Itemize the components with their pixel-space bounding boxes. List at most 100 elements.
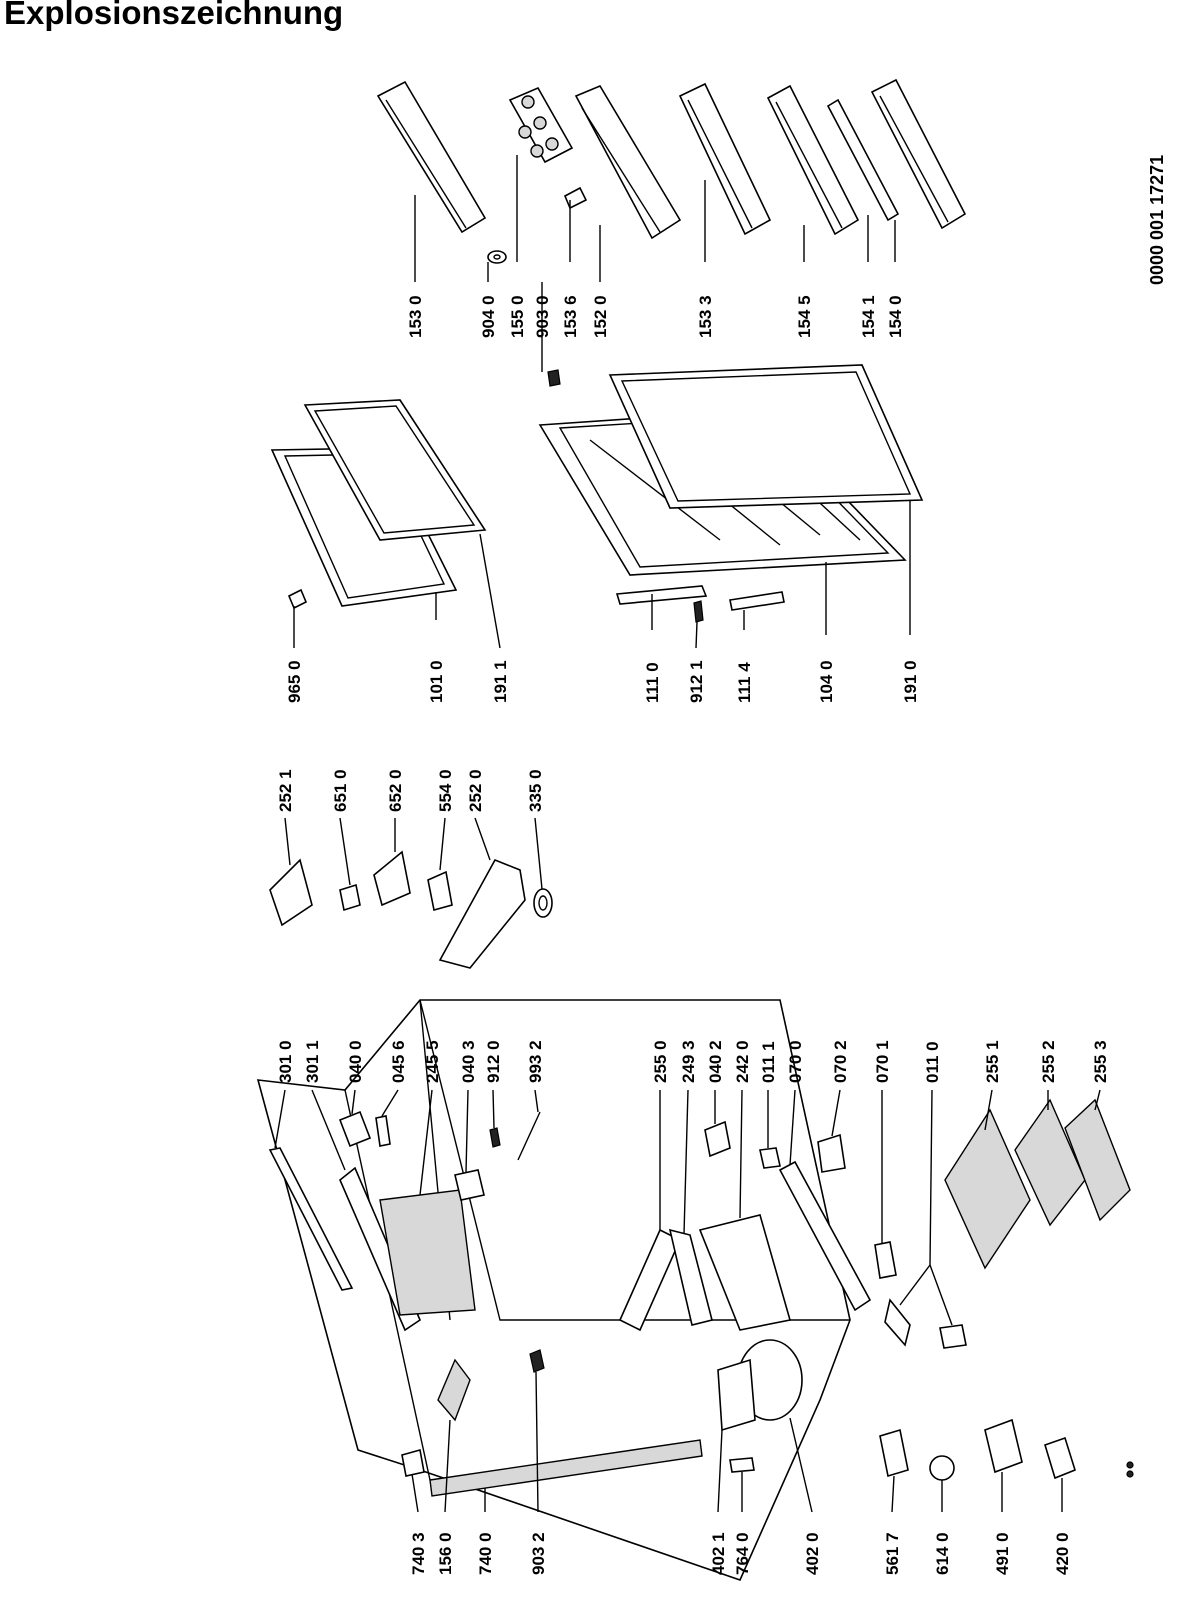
wire-shelf-3 (1064, 1098, 1131, 1222)
label-903-0: 903 0 (533, 295, 552, 338)
label-993-2: 993 2 (526, 1040, 545, 1083)
foot-bracket (884, 1298, 911, 1347)
label-156-0: 156 0 (436, 1532, 455, 1575)
wire-shelf-1 (944, 1108, 1031, 1270)
ice-tray (437, 1358, 471, 1422)
door-shelf-group (376, 78, 967, 387)
hinge-cover (729, 591, 785, 611)
label-040-2: 040 2 (706, 1040, 725, 1083)
label-255-1: 255 1 (983, 1040, 1002, 1083)
screw-part (547, 369, 561, 387)
spring-part (427, 870, 453, 912)
document-number: 0000 001 17271 (1147, 155, 1167, 285)
label-070-2: 070 2 (831, 1040, 850, 1083)
label-491-0: 491 0 (993, 1532, 1012, 1575)
label-242-0: 242 0 (733, 1040, 752, 1083)
adjustable-foot (759, 1147, 781, 1169)
label-255-3: 255 3 (1091, 1040, 1110, 1083)
evaporator (379, 1189, 476, 1316)
label-154-5: 154 5 (795, 295, 814, 338)
label-252-0: 252 0 (466, 769, 485, 812)
label-903-2: 903 2 (529, 1532, 548, 1575)
relay-part (879, 1428, 909, 1478)
condenser-clip (401, 1448, 425, 1477)
hinge-plate (615, 585, 708, 605)
label-252-1: 252 1 (276, 769, 295, 812)
label-255-2: 255 2 (1039, 1040, 1058, 1083)
door-group (270, 364, 924, 623)
cabinet-group (256, 999, 1131, 1581)
label-111-0: 111 0 (643, 662, 662, 703)
label-011-1: 011 1 (759, 1041, 778, 1083)
lower-hinge (704, 1120, 731, 1158)
drain-plug (529, 1349, 545, 1373)
page-title: Explosionszeichnung (4, 0, 344, 31)
door-shelf-tray-a (678, 82, 772, 236)
door-shelf-tray-c (870, 78, 967, 230)
label-904-0: 904 0 (479, 295, 498, 338)
label-191-1: 191 1 (491, 660, 510, 703)
part-labels: 153 0 904 0 155 0 903 0 153 6 152 0 153 … (276, 295, 1110, 1575)
lamp-bulb (339, 883, 361, 912)
upper-hinge (338, 1110, 372, 1148)
washer-part (487, 250, 507, 264)
sensor-wire (517, 1111, 541, 1161)
foot-screw (939, 1324, 967, 1349)
label-045-6: 045 6 (389, 1040, 408, 1083)
label-965-0: 965 0 (285, 660, 304, 703)
label-912-0: 912 0 (484, 1040, 503, 1083)
shelf-clip (563, 186, 588, 210)
protector-part (984, 1418, 1023, 1474)
kick-plate (874, 1241, 897, 1279)
label-070-1: 070 1 (873, 1040, 892, 1083)
label-191-0: 191 0 (901, 660, 920, 703)
thermostat-group (269, 850, 553, 969)
label-651-0: 651 0 (331, 769, 350, 812)
label-101-0: 101 0 (427, 660, 446, 703)
cabinet-body (256, 999, 851, 1581)
label-764-0: 764 0 (733, 1532, 752, 1575)
bottom-bracket (817, 1133, 846, 1173)
label-740-0: 740 0 (476, 1532, 495, 1575)
label-245-5: 245 5 (423, 1040, 442, 1083)
label-255-0: 255 0 (651, 1040, 670, 1083)
lamp-socket (373, 850, 411, 907)
label-011-0: 011 0 (923, 1041, 942, 1083)
label-912-1: 912 1 (687, 660, 706, 703)
label-335-0: 335 0 (526, 769, 545, 812)
label-155-0: 155 0 (508, 295, 527, 338)
label-040-0: 040 0 (346, 1040, 365, 1083)
knob-part (533, 888, 553, 918)
label-153-6: 153 6 (561, 295, 580, 338)
label-402-1: 402 1 (709, 1532, 728, 1575)
label-420-0: 420 0 (1053, 1532, 1072, 1575)
label-301-1: 301 1 (303, 1040, 322, 1083)
thermostat-housing (438, 858, 526, 969)
crisper-drawer (698, 1214, 792, 1331)
compressor-mount (717, 1358, 756, 1432)
electrical-group (879, 1418, 1134, 1481)
fridge-door-gasket (608, 364, 924, 509)
label-561-7: 561 7 (883, 1532, 902, 1575)
label-152-0: 152 0 (591, 295, 610, 338)
label-652-0: 652 0 (386, 769, 405, 812)
hinge-screw (693, 600, 704, 623)
label-104-0: 104 0 (817, 660, 836, 703)
label-111-4: 111 4 (735, 662, 754, 703)
door-shelf-cover (376, 80, 487, 234)
drier (729, 1457, 755, 1473)
plug-part (287, 588, 308, 610)
door-shelf-tray-b (766, 84, 860, 236)
bottle-shelf (574, 84, 682, 240)
top-strip (268, 1147, 354, 1291)
leader-lines (274, 155, 1101, 1513)
label-402-0: 402 0 (803, 1532, 822, 1575)
label-040-3: 040 3 (459, 1040, 478, 1083)
middle-screw (489, 1127, 501, 1148)
middle-hinge (454, 1169, 485, 1201)
starter-part (929, 1455, 955, 1481)
label-070-0: 070 0 (786, 1040, 805, 1083)
hinge-pin (375, 1115, 391, 1147)
label-153-3: 153 3 (696, 295, 715, 338)
